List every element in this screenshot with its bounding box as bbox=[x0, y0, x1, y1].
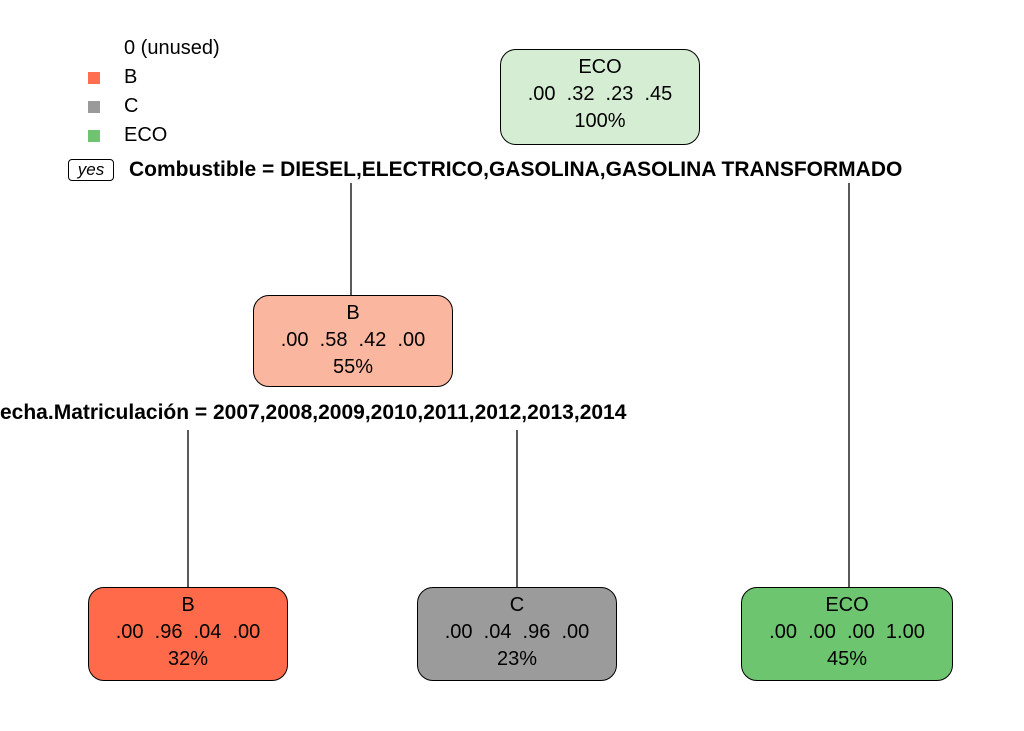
legend-swatch-c bbox=[88, 100, 100, 113]
node-b-leaf-probs: .00 .96 .04 .00 bbox=[115, 621, 261, 643]
node-eco-leaf-probs: .00 .00 .00 1.00 bbox=[769, 621, 925, 643]
split-node2-label: echa.Matriculación = 2007,2008,2009,2010… bbox=[0, 401, 627, 424]
node-b-mid-class: B bbox=[346, 302, 360, 324]
node-b-mid-pct: 55% bbox=[332, 356, 374, 378]
legend-item-eco: ECO bbox=[88, 121, 220, 150]
legend-item-unused: 0 (unused) bbox=[88, 34, 220, 63]
node-root-class: ECO bbox=[578, 56, 622, 78]
node-c-leaf: C .00 .04 .96 .00 23% bbox=[417, 587, 617, 681]
split-root-label: Combustible = DIESEL,ELECTRICO,GASOLINA,… bbox=[129, 158, 903, 181]
legend-label-eco: ECO bbox=[124, 124, 168, 146]
legend-label-c: C bbox=[124, 95, 139, 117]
node-root-pct: 100% bbox=[574, 110, 626, 132]
legend: 0 (unused) B C ECO bbox=[88, 34, 220, 150]
node-b-leaf-pct: 32% bbox=[167, 648, 209, 670]
yes-label: yes bbox=[68, 159, 114, 181]
legend-label-b: B bbox=[124, 66, 138, 88]
node-c-leaf-pct: 23% bbox=[496, 648, 538, 670]
node-eco-leaf-pct: 45% bbox=[826, 648, 868, 670]
node-b-mid-probs: .00 .58 .42 .00 bbox=[280, 329, 426, 351]
node-eco-leaf-class: ECO bbox=[825, 594, 869, 616]
node-root-probs: .00 .32 .23 .45 bbox=[527, 83, 673, 105]
legend-swatch-b bbox=[88, 71, 100, 84]
node-eco-leaf: ECO .00 .00 .00 1.00 45% bbox=[741, 587, 953, 681]
legend-swatch-unused bbox=[88, 43, 100, 55]
node-b-leaf: B .00 .96 .04 .00 32% bbox=[88, 587, 288, 681]
legend-swatch-eco bbox=[88, 129, 100, 142]
legend-label-unused: 0 (unused) bbox=[124, 37, 220, 59]
node-c-leaf-class: C bbox=[509, 594, 525, 616]
node-root: ECO .00 .32 .23 .45 100% bbox=[500, 49, 700, 145]
legend-item-c: C bbox=[88, 92, 220, 121]
legend-item-b: B bbox=[88, 63, 220, 92]
node-c-leaf-probs: .00 .04 .96 .00 bbox=[444, 621, 590, 643]
node-b-leaf-class: B bbox=[181, 594, 195, 616]
node-b-mid: B .00 .58 .42 .00 55% bbox=[253, 295, 453, 387]
